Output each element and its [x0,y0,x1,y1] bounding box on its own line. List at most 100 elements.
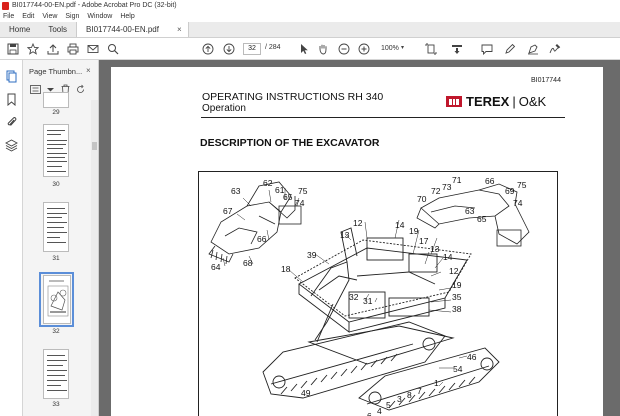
rotate-page-icon[interactable] [75,84,87,96]
thumbnail-excavator-sketch [47,280,69,317]
print-icon[interactable] [66,42,80,56]
upload-icon[interactable] [46,42,60,56]
header-title: OPERATING INSTRUCTIONS RH 340 [202,91,384,103]
thumbnail-page-32[interactable] [43,275,71,324]
callout-label: 3 [397,394,402,404]
previous-page-icon[interactable] [201,42,215,56]
callout-label: 38 [452,304,462,314]
callout-label: 5 [386,400,391,410]
terex-ok-logo: TEREX | O&K [446,94,546,109]
callout-label: 63 [231,186,241,196]
callout-label: 72 [431,186,441,196]
callout-label: 54 [453,364,463,374]
page-thumbnails-icon[interactable] [5,70,18,83]
callout-label: 6 [367,411,372,416]
menu-window[interactable]: Window [87,13,113,20]
menu-help[interactable]: Help [120,13,135,20]
tab-document[interactable]: BI017744-00-EN.pdf × [76,22,189,37]
logo-brand: TEREX [466,94,510,109]
callout-label: 35 [452,292,462,302]
page-fit-icon[interactable] [424,42,438,56]
terex-logo-mark-icon [446,96,462,107]
thumbnail-page-31[interactable] [43,202,69,252]
menu-view[interactable]: View [42,13,58,20]
callout-label: 4 [377,406,382,416]
zoom-out-icon[interactable] [337,42,351,56]
window-title-bar: BI017744-00-EN.pdf - Adobe Acrobat Pro D… [0,0,620,11]
page-number-input[interactable]: 32 [243,43,261,55]
callout-label: 75 [298,186,308,196]
mail-icon[interactable] [86,42,100,56]
tab-close-icon[interactable]: × [176,25,182,34]
callout-label: 13 [340,230,350,240]
callout-label: 12 [449,266,459,276]
options-chevron-down-icon[interactable] [45,84,57,96]
header-rule [201,117,565,118]
panel-title: Page Thumbn... [29,67,83,76]
thumbnail-label-30: 30 [52,181,60,188]
zoom-chevron-down-icon[interactable]: ▾ [401,45,405,51]
hand-tool-icon[interactable] [316,42,330,56]
callout-label: 32 [349,292,359,302]
callout-label: 13 [430,244,440,254]
callout-label: 65 [283,192,293,202]
draw-icon[interactable] [526,42,540,56]
tab-home[interactable]: Home [9,25,31,34]
main-toolbar: 32 / 284 100% ▾ [0,38,620,60]
document-canvas[interactable]: BI017744 OPERATING INSTRUCTIONS RH 340 O… [99,60,620,416]
panel-close-icon[interactable]: × [86,66,91,75]
thumbnail-scrollbar[interactable] [91,100,98,416]
zoom-level-select[interactable]: 100% [381,45,399,52]
pdf-page: BI017744 OPERATING INSTRUCTIONS RH 340 O… [111,67,603,416]
thumbnail-label-33: 33 [52,401,60,408]
scroll-mode-icon[interactable] [450,42,464,56]
sign-icon[interactable] [548,42,562,56]
thumbnail-page-29[interactable] [43,92,69,108]
callout-label: 74 [295,198,305,208]
attachments-icon[interactable] [5,116,18,129]
document-number: BI017744 [531,77,561,84]
callout-label: 75 [517,180,527,190]
header-subtitle: Operation [202,103,246,114]
thumbnail-label-29: 29 [52,109,60,116]
callout-label: 74 [513,198,523,208]
callout-label: 65 [477,214,487,224]
comment-icon[interactable] [480,42,494,56]
window-title: BI017744-00-EN.pdf - Adobe Acrobat Pro D… [12,2,177,9]
callout-label: 14 [395,220,405,230]
callout-label: 69 [505,186,515,196]
acrobat-app-icon [2,1,9,10]
thumbnail-page-33[interactable] [43,349,69,399]
select-arrow-icon[interactable] [297,42,311,56]
logo-separator: | [512,94,516,109]
page-total: / 284 [265,44,281,51]
highlight-pen-icon[interactable] [503,42,517,56]
callout-label: 49 [301,388,311,398]
bookmark-star-icon[interactable] [26,42,40,56]
thumbnail-options-icon[interactable] [30,84,42,96]
menu-edit[interactable]: Edit [22,13,35,20]
thumbnail-label-31: 31 [52,255,60,262]
callout-label: 1 [434,378,439,388]
callout-label: 18 [281,264,291,274]
menu-sign[interactable]: Sign [65,13,80,20]
section-title: DESCRIPTION OF THE EXCAVATOR [200,137,380,149]
navigation-rail [0,60,23,416]
zoom-in-icon[interactable] [357,42,371,56]
layers-icon[interactable] [5,139,18,152]
callout-label: 64 [211,262,221,272]
tab-tools[interactable]: Tools [48,25,68,34]
callout-label: 73 [442,182,452,192]
page-thumbnails-panel: Page Thumbn... × 29 30 [23,60,99,416]
next-page-icon[interactable] [222,42,236,56]
callout-label: 19 [452,280,462,290]
diagram-callouts: 63 62 61 65 75 74 67 66 64 68 39 18 12 1… [211,175,527,416]
menu-file[interactable]: File [3,13,15,20]
thumbnail-page-30[interactable] [43,124,69,177]
thumbnail-selection [39,272,74,327]
search-icon[interactable] [106,42,120,56]
save-icon[interactable] [6,42,20,56]
callout-label: 62 [263,178,273,188]
bookmarks-icon[interactable] [5,93,18,107]
callout-label: 61 [275,185,285,195]
